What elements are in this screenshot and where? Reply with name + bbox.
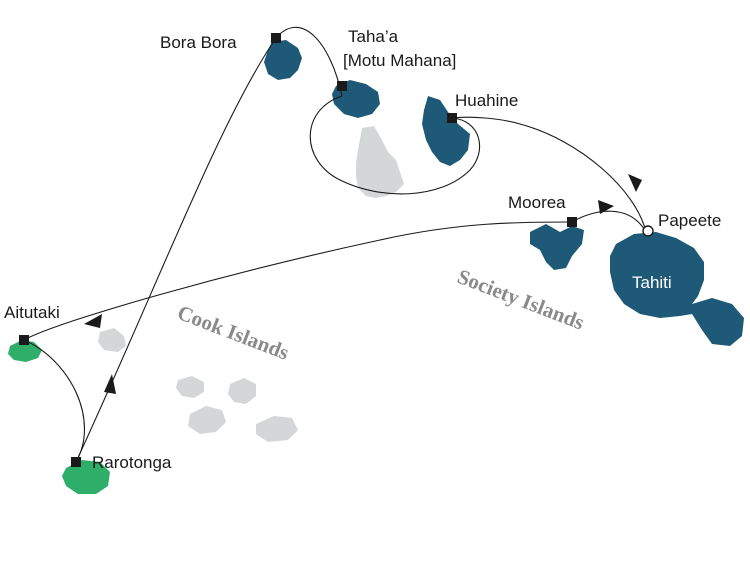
port-marker-rarotonga <box>71 457 81 467</box>
label-bora-bora: Bora Bora <box>160 33 237 52</box>
cook-island-e <box>256 416 298 442</box>
arrow-toward-aitutaki <box>84 314 102 328</box>
huahine-island <box>422 96 470 166</box>
port-marker-bora-bora <box>271 33 281 43</box>
label-papeete: Papeete <box>658 211 721 230</box>
region-society-islands: Society Islands <box>454 264 587 334</box>
raiatea-island <box>356 126 404 198</box>
green-islands <box>8 340 110 494</box>
label-moorea: Moorea <box>508 193 566 212</box>
port-marker-aitutaki <box>19 335 29 345</box>
arrow-toward-borabora <box>104 374 116 394</box>
moorea-island <box>530 224 584 270</box>
label-tahaa: Taha’a <box>348 27 399 46</box>
bora-bora-island <box>264 40 302 80</box>
label-aitutaki: Aitutaki <box>4 303 60 322</box>
port-labels: Bora Bora Taha’a [Motu Mahana] Huahine M… <box>4 27 721 472</box>
route-aitutaki-moorea <box>23 221 573 341</box>
aitutaki-island <box>8 340 42 362</box>
cruise-route <box>23 26 647 463</box>
cook-island-a <box>98 328 126 352</box>
route-papeete-huahine <box>451 116 647 233</box>
route-huahine-tahaa <box>309 95 481 195</box>
rarotonga-island <box>62 460 110 494</box>
port-markers <box>19 33 654 467</box>
label-huahine: Huahine <box>455 91 518 110</box>
cook-island-d <box>188 406 226 434</box>
port-marker-papeete <box>642 225 654 237</box>
tahiti-island <box>610 232 744 346</box>
port-marker-tahaa <box>337 81 347 91</box>
arrow-toward-papeete <box>598 200 614 214</box>
cook-island-b <box>176 376 204 398</box>
route-tahaa-borabora <box>275 26 343 97</box>
region-cook-islands: Cook Islands <box>174 300 292 364</box>
label-tahiti: Tahiti <box>632 273 672 292</box>
arrow-toward-huahine <box>628 174 642 192</box>
label-tahaa-motu: [Motu Mahana] <box>343 51 456 70</box>
route-rarotonga-aitutaki <box>23 339 86 463</box>
label-rarotonga: Rarotonga <box>92 453 172 472</box>
region-labels: Cook Islands Society Islands <box>174 264 587 364</box>
other-islands <box>98 126 404 442</box>
port-marker-huahine <box>447 113 457 123</box>
cook-island-c <box>228 378 256 404</box>
route-moorea-papeete <box>571 210 647 233</box>
route-arrows <box>84 174 642 394</box>
port-marker-moorea <box>567 217 577 227</box>
